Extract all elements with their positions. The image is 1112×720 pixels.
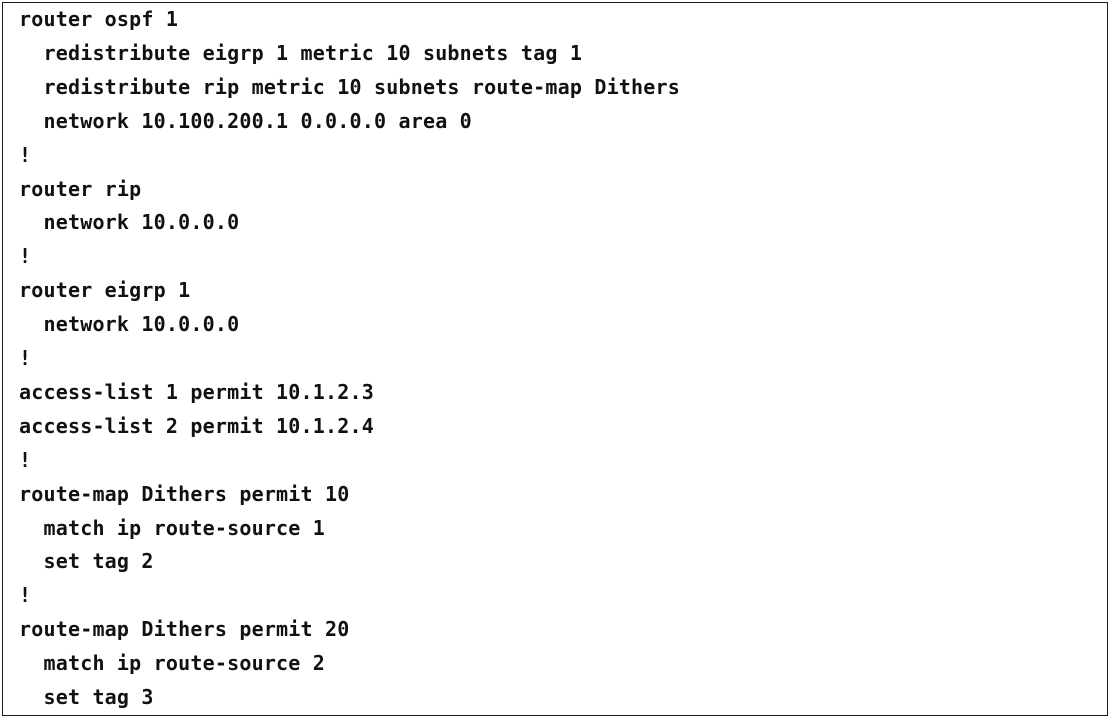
config-line: redistribute eigrp 1 metric 10 subnets t… — [19, 40, 583, 65]
config-line: ! — [19, 244, 32, 269]
config-line: network 10.100.200.1 0.0.0.0 area 0 — [19, 108, 472, 133]
config-line: network 10.0.0.0 — [19, 312, 240, 337]
config-line: router rip — [19, 176, 142, 201]
config-line: ! — [19, 346, 32, 370]
config-line: set tag 3 — [19, 685, 154, 709]
config-line: ! — [19, 583, 32, 608]
config-line: network 10.0.0.0 — [19, 210, 240, 235]
config-line: ! — [19, 447, 32, 472]
config-line: ! — [19, 142, 32, 167]
config-line: route-map Dithers permit 20 — [19, 617, 350, 642]
config-line: access-list 1 permit 10.1.2.3 — [19, 379, 374, 404]
config-line: router ospf 1 — [19, 7, 179, 31]
config-line: router eigrp 1 — [19, 278, 191, 303]
config-line: redistribute rip metric 10 subnets route… — [19, 74, 681, 99]
config-line: route-map Dithers permit 10 — [19, 481, 350, 506]
config-line: access-list 2 permit 10.1.2.4 — [19, 413, 374, 438]
config-line: set tag 2 — [19, 549, 154, 574]
config-line: match ip route-source 2 — [19, 651, 326, 676]
config-line: match ip route-source 1 — [19, 515, 326, 540]
